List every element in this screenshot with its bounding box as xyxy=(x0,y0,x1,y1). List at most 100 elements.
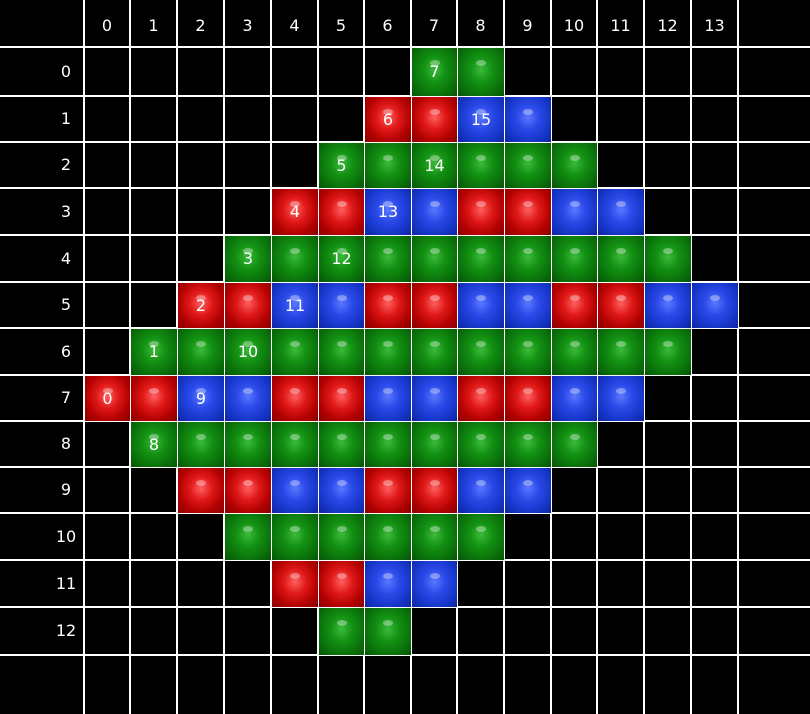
cell-green[interactable] xyxy=(505,143,551,188)
cell-red[interactable] xyxy=(412,97,457,142)
cell-green[interactable] xyxy=(552,143,597,188)
cell-green[interactable] xyxy=(458,514,504,560)
cell-green[interactable] xyxy=(272,514,318,560)
cell-blue[interactable]: 9 xyxy=(178,376,224,421)
cell-green[interactable] xyxy=(319,608,364,655)
cell-red[interactable]: 0 xyxy=(85,376,130,421)
cell-green[interactable] xyxy=(272,422,318,467)
cell-red[interactable] xyxy=(178,468,224,513)
cell-red[interactable] xyxy=(225,283,271,328)
cell-red[interactable] xyxy=(505,189,551,235)
cell-red[interactable] xyxy=(319,376,364,421)
cell-blue[interactable]: 11 xyxy=(272,283,318,328)
cell-blue[interactable] xyxy=(365,376,411,421)
cell-red[interactable] xyxy=(225,468,271,513)
cell-red[interactable] xyxy=(319,189,364,235)
cell-green[interactable] xyxy=(365,143,411,188)
cell-green[interactable] xyxy=(505,422,551,467)
cell-red[interactable] xyxy=(272,376,318,421)
cell-blue[interactable] xyxy=(692,283,738,328)
cell-green[interactable] xyxy=(598,329,644,375)
cell-green[interactable]: 8 xyxy=(131,422,177,467)
cell-red[interactable] xyxy=(505,376,551,421)
grid-row-line xyxy=(0,46,810,48)
cell-green[interactable]: 3 xyxy=(225,236,271,282)
row-label: 2 xyxy=(60,155,72,174)
cell-green[interactable] xyxy=(272,236,318,282)
cell-blue[interactable] xyxy=(458,468,504,513)
cell-green[interactable] xyxy=(645,236,691,282)
cell-green[interactable] xyxy=(319,514,364,560)
cell-green[interactable] xyxy=(365,422,411,467)
cell-green[interactable]: 5 xyxy=(319,143,364,188)
cell-green[interactable] xyxy=(365,608,411,655)
cell-red[interactable]: 2 xyxy=(178,283,224,328)
cell-green[interactable] xyxy=(505,236,551,282)
cell-green[interactable] xyxy=(225,514,271,560)
cell-blue[interactable] xyxy=(552,189,597,235)
cell-green[interactable] xyxy=(645,329,691,375)
cell-green[interactable] xyxy=(272,329,318,375)
cell-green[interactable] xyxy=(458,329,504,375)
cell-green[interactable]: 12 xyxy=(319,236,364,282)
cell-red[interactable]: 6 xyxy=(365,97,411,142)
cell-red[interactable] xyxy=(458,189,504,235)
cell-red[interactable] xyxy=(365,468,411,513)
cell-green[interactable] xyxy=(319,329,364,375)
cell-blue[interactable] xyxy=(598,189,644,235)
cell-blue[interactable] xyxy=(645,283,691,328)
cell-blue[interactable] xyxy=(505,283,551,328)
cell-green[interactable] xyxy=(598,236,644,282)
cell-blue[interactable]: 15 xyxy=(458,97,504,142)
cell-green[interactable]: 10 xyxy=(225,329,271,375)
cell-green[interactable] xyxy=(365,236,411,282)
cell-red[interactable]: 4 xyxy=(272,189,318,235)
cell-blue[interactable]: 13 xyxy=(365,189,411,235)
cell-green[interactable] xyxy=(412,422,457,467)
cell-green[interactable] xyxy=(412,329,457,375)
cell-red[interactable] xyxy=(458,376,504,421)
cell-green[interactable]: 7 xyxy=(412,48,457,96)
cell-red[interactable] xyxy=(319,561,364,607)
cell-green[interactable] xyxy=(412,236,457,282)
cell-green[interactable] xyxy=(458,48,504,96)
cell-green[interactable]: 1 xyxy=(131,329,177,375)
cell-red[interactable] xyxy=(552,283,597,328)
cell-blue[interactable] xyxy=(458,283,504,328)
cell-green[interactable] xyxy=(552,329,597,375)
cell-blue[interactable] xyxy=(412,561,457,607)
cell-green[interactable] xyxy=(552,422,597,467)
cell-green[interactable]: 14 xyxy=(412,143,457,188)
cell-blue[interactable] xyxy=(319,468,364,513)
cell-blue[interactable] xyxy=(365,561,411,607)
cell-green[interactable] xyxy=(412,514,457,560)
cell-blue[interactable] xyxy=(552,376,597,421)
cell-blue[interactable] xyxy=(225,376,271,421)
cell-blue[interactable] xyxy=(272,468,318,513)
cell-green[interactable] xyxy=(178,422,224,467)
cell-green[interactable] xyxy=(458,143,504,188)
cell-green[interactable] xyxy=(225,422,271,467)
cell-green[interactable] xyxy=(178,329,224,375)
cell-blue[interactable] xyxy=(505,468,551,513)
cell-red[interactable] xyxy=(365,283,411,328)
row-label: 12 xyxy=(55,621,77,640)
cell-blue[interactable] xyxy=(598,376,644,421)
cell-red[interactable] xyxy=(412,283,457,328)
cell-blue[interactable] xyxy=(412,189,457,235)
cell-number-label: 14 xyxy=(424,156,445,175)
cell-green[interactable] xyxy=(319,422,364,467)
cell-green[interactable] xyxy=(552,236,597,282)
cell-red[interactable] xyxy=(412,468,457,513)
cell-blue[interactable] xyxy=(319,283,364,328)
cell-green[interactable] xyxy=(365,514,411,560)
cell-green[interactable] xyxy=(365,329,411,375)
cell-blue[interactable] xyxy=(412,376,457,421)
cell-green[interactable] xyxy=(505,329,551,375)
cell-red[interactable] xyxy=(598,283,644,328)
cell-blue[interactable] xyxy=(505,97,551,142)
cell-green[interactable] xyxy=(458,236,504,282)
cell-red[interactable] xyxy=(131,376,177,421)
cell-green[interactable] xyxy=(458,422,504,467)
cell-red[interactable] xyxy=(272,561,318,607)
